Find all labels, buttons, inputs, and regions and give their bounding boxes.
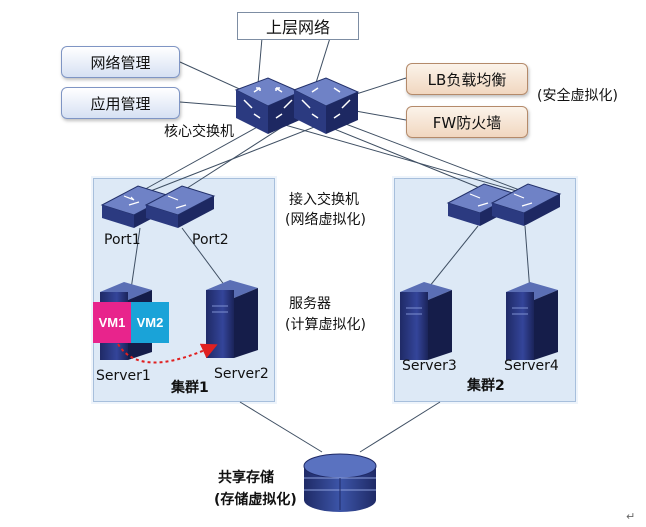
server2-label: Server2 [214, 366, 269, 382]
cluster1-label: 集群1 [171, 380, 209, 396]
vm1-block: VM1 [93, 302, 131, 343]
vm1-label: VM1 [98, 315, 126, 330]
server-title: 服务器 [289, 296, 331, 312]
server2-icon [206, 280, 258, 358]
security-virtualization-label: (安全虚拟化) [537, 88, 618, 104]
fw-box: FW防火墙 [406, 106, 528, 138]
core-switch-label: 核心交换机 [164, 124, 234, 140]
storage-disk-icon [303, 453, 377, 512]
server1-label: Server1 [96, 368, 151, 384]
network-management-box: 网络管理 [61, 46, 180, 78]
access-switch-title: 接入交换机 [289, 192, 359, 208]
server4-label: Server4 [504, 358, 559, 374]
server3-icon [400, 282, 452, 360]
vm2-block: VM2 [131, 302, 169, 343]
app-management-label: 应用管理 [90, 94, 151, 113]
cluster2-label: 集群2 [467, 378, 505, 394]
access-switch-2-icon [144, 185, 216, 228]
port2-label: Port2 [192, 232, 229, 248]
server4-icon [506, 282, 558, 360]
app-management-box: 应用管理 [61, 87, 180, 119]
core-router-left-icon [234, 77, 302, 134]
shared-storage-title: 共享存储 [218, 470, 274, 486]
paragraph-mark: ↵ [626, 510, 636, 523]
server3-label: Server3 [402, 358, 457, 374]
vm-migration-arrow [117, 343, 218, 364]
upper-network-box: 上层网络 [237, 12, 359, 40]
upper-network-label: 上层网络 [265, 18, 330, 37]
shared-storage-note: (存储虚拟化) [214, 492, 297, 508]
access-switch-4-icon [490, 183, 562, 226]
lb-label: LB负载均衡 [427, 70, 507, 89]
vm2-label: VM2 [136, 315, 164, 330]
lb-box: LB负载均衡 [406, 63, 528, 95]
access-switch-note: (网络虚拟化) [285, 212, 366, 228]
fw-label: FW防火墙 [432, 113, 502, 132]
port1-label: Port1 [104, 232, 141, 248]
core-router-right-icon [292, 77, 360, 134]
server-note: (计算虚拟化) [285, 317, 366, 333]
network-management-label: 网络管理 [90, 53, 151, 72]
